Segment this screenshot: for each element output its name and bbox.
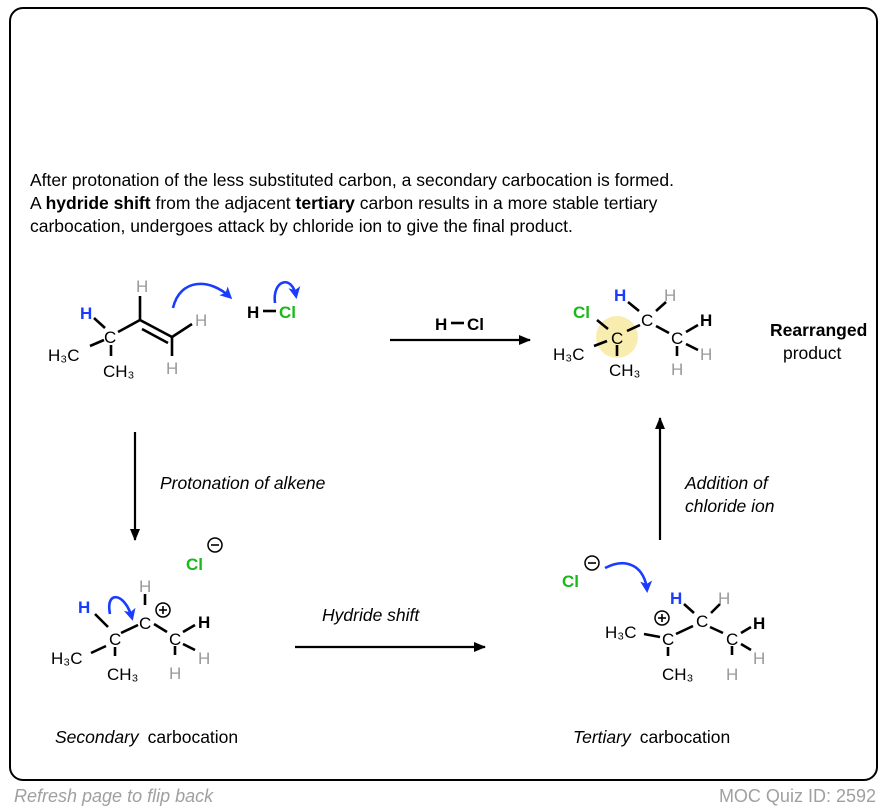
product-label: product [783, 343, 842, 363]
atom-h: H [753, 614, 765, 633]
atom-ch3: CH₃ [609, 361, 640, 380]
positive-charge-icon [654, 610, 670, 626]
addition-label-line-2: chloride ion [685, 496, 775, 516]
atom-h: H [198, 613, 210, 632]
hcl-reagent: H Cl [247, 281, 301, 322]
chloride-ion-2: Cl [562, 555, 653, 593]
atom-c: C [641, 311, 653, 330]
atom-cl: Cl [186, 555, 203, 574]
curved-arrow-icon [107, 595, 136, 621]
atom-c: C [611, 329, 623, 348]
negative-charge-icon [584, 555, 600, 571]
atom-h: H [718, 589, 730, 608]
protonation-label: Protonation of alkene [160, 473, 326, 493]
atom-h: H [700, 345, 712, 364]
atom-h-migrated: H [614, 286, 626, 305]
atom-h: H [166, 359, 178, 378]
atom-cl: Cl [467, 315, 484, 334]
tertiary-carbocation-structure: H H C C C H H H H₃C CH₃ [605, 589, 765, 684]
atom-cl: Cl [562, 572, 579, 591]
curved-arrow-icon [273, 281, 301, 304]
flip-back-link[interactable]: Refresh page to flip back [14, 786, 214, 806]
atom-cl: Cl [573, 303, 590, 322]
atom-h: H [195, 311, 207, 330]
curved-arrow-icon [171, 282, 233, 309]
atom-c: C [169, 630, 181, 649]
product-structure: Cl H H C C C H H H H₃C CH₃ [553, 286, 712, 380]
atom-h: H [435, 315, 447, 334]
atom-c-cation: C [139, 614, 151, 633]
atom-h: H [671, 360, 683, 379]
atom-c: C [671, 329, 683, 348]
atom-h: H [136, 277, 148, 296]
atom-c: C [104, 328, 116, 347]
atom-ch3: CH₃ [103, 362, 134, 381]
product-label-bold: Rearranged [770, 320, 867, 340]
atom-h: H [700, 311, 712, 330]
atom-h3c: H₃C [605, 623, 636, 642]
atom-c: C [109, 630, 121, 649]
atom-cl: Cl [279, 303, 296, 322]
positive-charge-icon [155, 602, 171, 618]
top-arrow-reagent: H Cl [435, 315, 484, 334]
card-border [9, 7, 878, 781]
quiz-id: MOC Quiz ID: 2592 [719, 786, 876, 806]
atom-h3c: H₃C [51, 649, 82, 668]
atom-h: H [198, 649, 210, 668]
atom-h-migrated: H [670, 589, 682, 608]
description: After protonation of the less substitute… [30, 170, 674, 236]
atom-ch3: CH₃ [662, 665, 693, 684]
atom-h: H [664, 286, 676, 305]
description-line-3: carbocation, undergoes attack by chlorid… [30, 216, 573, 236]
chloride-ion-1: Cl [186, 537, 223, 574]
atom-h: H [139, 577, 151, 596]
atom-h-migrating: H [80, 304, 92, 323]
atom-h: H [169, 664, 181, 683]
atom-c: C [726, 630, 738, 649]
description-line-2: A hydride shift from the adjacent tertia… [30, 193, 658, 213]
addition-label-line-1: Addition of [684, 473, 770, 493]
atom-h: H [726, 665, 738, 684]
alkene-structure: H C H₃C CH₃ H H H [48, 277, 233, 381]
atom-h-migrating: H [78, 598, 90, 617]
description-line-1: After protonation of the less substitute… [30, 170, 674, 190]
atom-h3c: H₃C [48, 346, 79, 365]
atom-h3c: H₃C [553, 345, 584, 364]
atom-c-cation: C [662, 630, 674, 649]
secondary-carbocation-structure: H C C H C H H H H₃C CH₃ [51, 577, 210, 684]
atom-h: H [247, 303, 259, 322]
negative-charge-icon [207, 537, 223, 553]
atom-c: C [696, 612, 708, 631]
curved-arrow-icon [604, 562, 653, 593]
hydride-shift-label: Hydride shift [322, 605, 420, 625]
atom-ch3: CH₃ [107, 665, 138, 684]
atom-h: H [753, 649, 765, 668]
